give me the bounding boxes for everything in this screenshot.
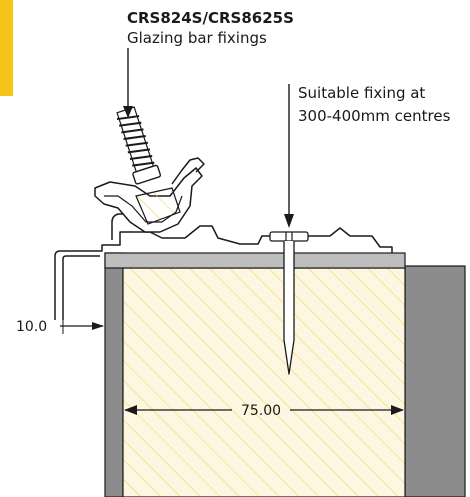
product-description-label: Glazing bar fixings bbox=[127, 29, 267, 47]
gap-dimension-label: 10.0 bbox=[16, 319, 47, 335]
fixing-leader-arrowhead bbox=[284, 214, 294, 228]
angled-screw bbox=[116, 106, 162, 185]
accent-tab bbox=[0, 0, 13, 96]
vertical-fixing-screw bbox=[269, 231, 309, 375]
clip-hook-right bbox=[171, 157, 205, 185]
screw-leader-arrowhead bbox=[123, 106, 133, 118]
clip-gasket bbox=[135, 187, 181, 225]
right-wall-panel bbox=[404, 265, 466, 497]
width-dim-arrowhead-left bbox=[124, 405, 137, 415]
glazing-bar-profile bbox=[54, 225, 393, 320]
width-dimension-label: 75.00 bbox=[241, 403, 281, 419]
left-wall-panel bbox=[104, 252, 124, 497]
fixing-note-line1: Suitable fixing at bbox=[298, 84, 425, 102]
product-code-label: CRS824S/CRS8625S bbox=[127, 9, 294, 27]
glazing-bar-inner-profile bbox=[62, 255, 100, 320]
glazing-bar-upstand bbox=[111, 213, 141, 240]
timber-hatch bbox=[122, 267, 406, 497]
cap-plate bbox=[104, 252, 406, 269]
width-dim-arrowhead-right bbox=[391, 405, 404, 415]
fixing-note-line2: 300-400mm centres bbox=[298, 107, 451, 125]
gap-dim-arrowhead bbox=[92, 322, 104, 330]
